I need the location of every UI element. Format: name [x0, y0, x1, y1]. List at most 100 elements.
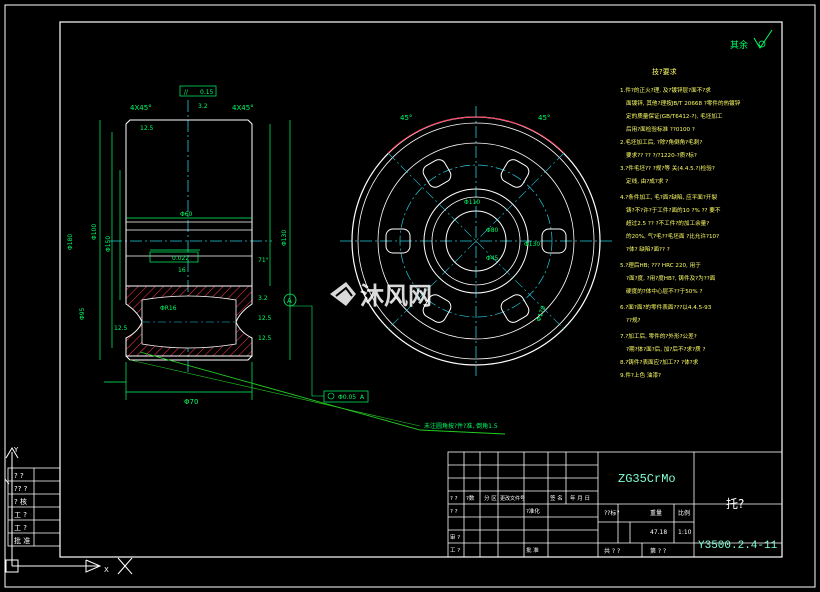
tech-note-line: 4.?条件加工, 毛?面?缺陷, 应平面?开裂 [620, 193, 717, 201]
position-tolerance-datum: A [360, 394, 365, 401]
side-table-row-label: 工 ? [14, 511, 27, 519]
dim-roughness-right-1: 3.2 [258, 295, 268, 302]
header-date: 年 月 日 [570, 494, 590, 502]
dim-dia-180: Φ180 [67, 234, 74, 250]
dim-chamfer-left: 4X45° [130, 104, 152, 112]
tech-note-line: ?体? 缺陷?面?? ? [626, 245, 670, 253]
slot-hole [500, 294, 530, 323]
dim-runout: 0.022 [172, 255, 189, 262]
dim-dia-130: Φ130 [281, 230, 288, 246]
dim-chamfer-right: 4X45° [232, 104, 254, 112]
dim-bore-60: Φ60 [180, 211, 193, 218]
tech-note-line: 8.?铸件?表面应?加工?? ?体?求 [620, 358, 699, 366]
tech-note-line: 硬度的?体中心层不??于50% ? [626, 287, 702, 295]
dim-groove-radius: ΦR16 [160, 305, 177, 312]
sheet-outer-border [4, 4, 816, 588]
slot-hole [385, 228, 411, 254]
position-tolerance-frame [323, 390, 369, 403]
scale-value: 1:10 [678, 529, 692, 536]
leader-note: 未注圆角按?件?准, 倒角1.5 [424, 422, 498, 430]
title-block-text: ZG35CrMo 托? Y3500.2.4-11 ? ? ?数 分 区 更改文件… [450, 472, 778, 555]
angle-label-right: 45° [538, 114, 550, 122]
dim-16: 16 [178, 267, 186, 274]
dim-roughness-right-3: 12.5 [258, 335, 272, 342]
dim-dia-95: Φ95 [79, 307, 86, 320]
tech-note-line: ??规? [626, 316, 641, 324]
watermark: 沐风网 [330, 282, 432, 310]
row-review: 审 ? [450, 533, 460, 541]
tech-notes-title: 技?要求 [652, 67, 677, 76]
row-design: ? ? [450, 509, 458, 515]
tech-note-line: ?期?体?面?后, 加?后不?求?质 ? [626, 345, 705, 353]
tech-note-line: 要求?? ?? ?/?1220-?质?标? [626, 151, 697, 159]
side-table-row-label: ?? ? [14, 485, 28, 493]
side-table-row-label: ? 核 [14, 497, 27, 506]
tech-note-line: 1.件?的正火?理, 及?镀锌层?面不?求 [620, 86, 711, 94]
watermark-text: 沐风网 [360, 282, 432, 310]
datum-a-label: A [287, 297, 292, 305]
header-mark: ? ? [450, 496, 458, 502]
dim-bottom-70: Φ70 [184, 398, 198, 406]
row-process: 工 ? [450, 547, 460, 554]
position-tolerance-value: Φ0.05 [338, 394, 356, 401]
tech-note-line: 的20%, 气?毛??毛坯面 ?比允许?10? [626, 232, 719, 240]
side-view[interactable]: 45° 45° Φ110 Φ80 Φ130 Φ170 Φ45 [340, 106, 612, 376]
part-name: 托? [726, 497, 744, 511]
tech-note-line: ?面?度, ?用?度HB?, 铸件及?为??面 [626, 274, 716, 282]
side-table-row-label: 工 ? [14, 524, 27, 532]
dim-tolerance-top: 0.15 [200, 89, 214, 96]
dim-side-45: Φ45 [486, 255, 499, 262]
tech-note-line: 面镀锌, 其他?理按JB/T 20668 ?零件的热镀锌 [626, 99, 741, 107]
roughness-general-note: 其余 [730, 29, 773, 51]
dim-angle: 71° [258, 257, 269, 264]
tech-note-line: 3.?件毛坯?? ?规?等 关(4.4.5.?)检验? [620, 164, 715, 172]
slot-hole [422, 294, 452, 323]
drawing-number: Y3500.2.4-11 [698, 540, 778, 552]
weight-label: 重量 [650, 509, 662, 517]
header-zone: 分 区 [484, 494, 497, 502]
slot-hole [541, 228, 567, 254]
front-view[interactable]: 4X45° 4X45° 12.5 3.2 0.15 // Φ60 Φ100 Φ1… [67, 85, 506, 435]
tech-note-line: 定线, 由?成?求 ? [626, 177, 668, 185]
sheet-inner-frame [59, 21, 783, 558]
stage-label: ??标? [604, 509, 620, 517]
leader-line [139, 351, 506, 435]
slot-pattern [385, 159, 567, 323]
dim-roughness-left: 12.5 [140, 125, 154, 132]
dim-roughness-groove: 12.5 [114, 325, 128, 332]
roughness-symbol-icon [753, 29, 773, 49]
mufeng-logo-icon [330, 282, 356, 306]
dim-dia-150: Φ150 [105, 236, 112, 252]
tech-note-line: 2.毛坯加工后, ?除?角倒角?毛刺? [620, 138, 702, 146]
dim-dia-100: Φ100 [91, 224, 98, 240]
dim-side-130: Φ130 [524, 241, 540, 248]
tech-note-line: 铸?不?许?于工件?面的10 ?% ?? 要不 [626, 206, 721, 214]
dim-side-110: Φ110 [464, 199, 480, 206]
angle-label-left: 45° [400, 114, 412, 122]
tech-note-line: 9.件?上色 油漆? [620, 371, 661, 379]
slot-hole [500, 159, 530, 188]
tech-note-line: 7.?加工后, 零件的?外形?公差? [620, 332, 697, 340]
slot-hole [422, 159, 452, 188]
side-table-row-label: 批 准 [14, 536, 30, 545]
sheet-total: 共 ? ? [604, 547, 620, 555]
tech-note-line: 后用?面检验标准 ??0100 ? [626, 125, 695, 133]
scale-label: 比例 [678, 509, 690, 517]
side-table [7, 467, 61, 547]
tech-note-line: 5.?理后HB; ??? HRC 220, 用于 [620, 261, 701, 269]
ucs-y-label: Y [13, 446, 19, 454]
title-block[interactable] [447, 451, 783, 558]
tech-note-line: 6.?面?面?的零件表面???以4.4.5-93 [620, 303, 712, 311]
ucs-x-label: X [104, 566, 109, 574]
dim-roughness-top: 3.2 [198, 103, 208, 110]
material-label: ZG35CrMo [618, 472, 676, 486]
svg-text://: // [184, 89, 189, 96]
tech-note-line: 超过2.5 ?? ?不工件?的加工余量? [626, 219, 709, 227]
side-table-row-label: ? ? [14, 472, 24, 480]
tech-note-line: 定的质量保证(GB/T6412-?), 毛坯加工 [626, 112, 723, 120]
header-change-doc: 更改文件号 [500, 495, 525, 502]
header-signature: 签 名 [550, 494, 563, 502]
weight-value: 47.18 [650, 529, 667, 536]
